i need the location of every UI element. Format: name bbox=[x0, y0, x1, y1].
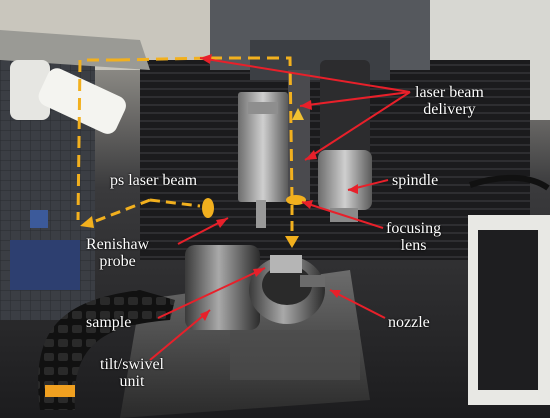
label-laser-beam-delivery: laser beam delivery bbox=[415, 84, 484, 118]
arrow-tilt-swivel bbox=[149, 309, 211, 361]
spindle-motor bbox=[320, 60, 370, 160]
beam-path-top bbox=[117, 56, 211, 62]
label-tilt-swivel-unit: tilt/swivel unit bbox=[100, 356, 164, 390]
beam-path-ps bbox=[87, 198, 151, 226]
arrow-sample bbox=[157, 267, 266, 319]
label-renishaw-probe-line2: probe bbox=[99, 253, 136, 270]
label-nozzle: nozzle bbox=[388, 314, 430, 331]
focusing-lens bbox=[286, 195, 306, 205]
label-tilt-swivel-unit-line2: unit bbox=[119, 373, 145, 390]
label-renishaw-probe: Renishaw probe bbox=[86, 236, 149, 270]
probe-stylus bbox=[256, 200, 266, 228]
label-sample: sample bbox=[86, 314, 132, 331]
label-ps-laser-beam: ps laser beam bbox=[110, 172, 198, 189]
cable-chain bbox=[38, 290, 175, 410]
label-focusing-lens: focusing lens bbox=[386, 220, 441, 254]
blue-connectors bbox=[10, 240, 80, 290]
beam-arrow-down bbox=[285, 236, 299, 248]
beam-path-left bbox=[76, 58, 118, 221]
spindle bbox=[318, 150, 372, 210]
white-tube bbox=[38, 68, 126, 134]
arrow-delivery-middle bbox=[299, 91, 411, 107]
annotation-arrows bbox=[149, 57, 411, 361]
label-focusing-lens-line2: lens bbox=[400, 237, 427, 254]
label-renishaw-probe-line1: Renishaw bbox=[86, 236, 150, 253]
arrow-focusing-lens bbox=[301, 201, 384, 229]
beam-column bbox=[288, 70, 310, 200]
arrow-nozzle bbox=[329, 289, 386, 319]
laser-module bbox=[238, 92, 288, 202]
label-spindle: spindle bbox=[392, 172, 439, 189]
arrow-delivery-lower bbox=[304, 91, 411, 161]
label-laser-beam-delivery-line1: laser beam bbox=[415, 84, 484, 101]
label-laser-beam-delivery-line2: delivery bbox=[423, 101, 476, 118]
sample-block bbox=[270, 255, 302, 273]
label-tilt-swivel-unit-line1: tilt/swivel bbox=[100, 356, 164, 373]
ps-beam-lens bbox=[202, 198, 214, 218]
arrow-delivery-top bbox=[199, 57, 411, 93]
label-focusing-lens-line1: focusing bbox=[386, 220, 442, 237]
beam-path-vertical bbox=[210, 56, 294, 201]
white-bracket bbox=[10, 60, 50, 120]
